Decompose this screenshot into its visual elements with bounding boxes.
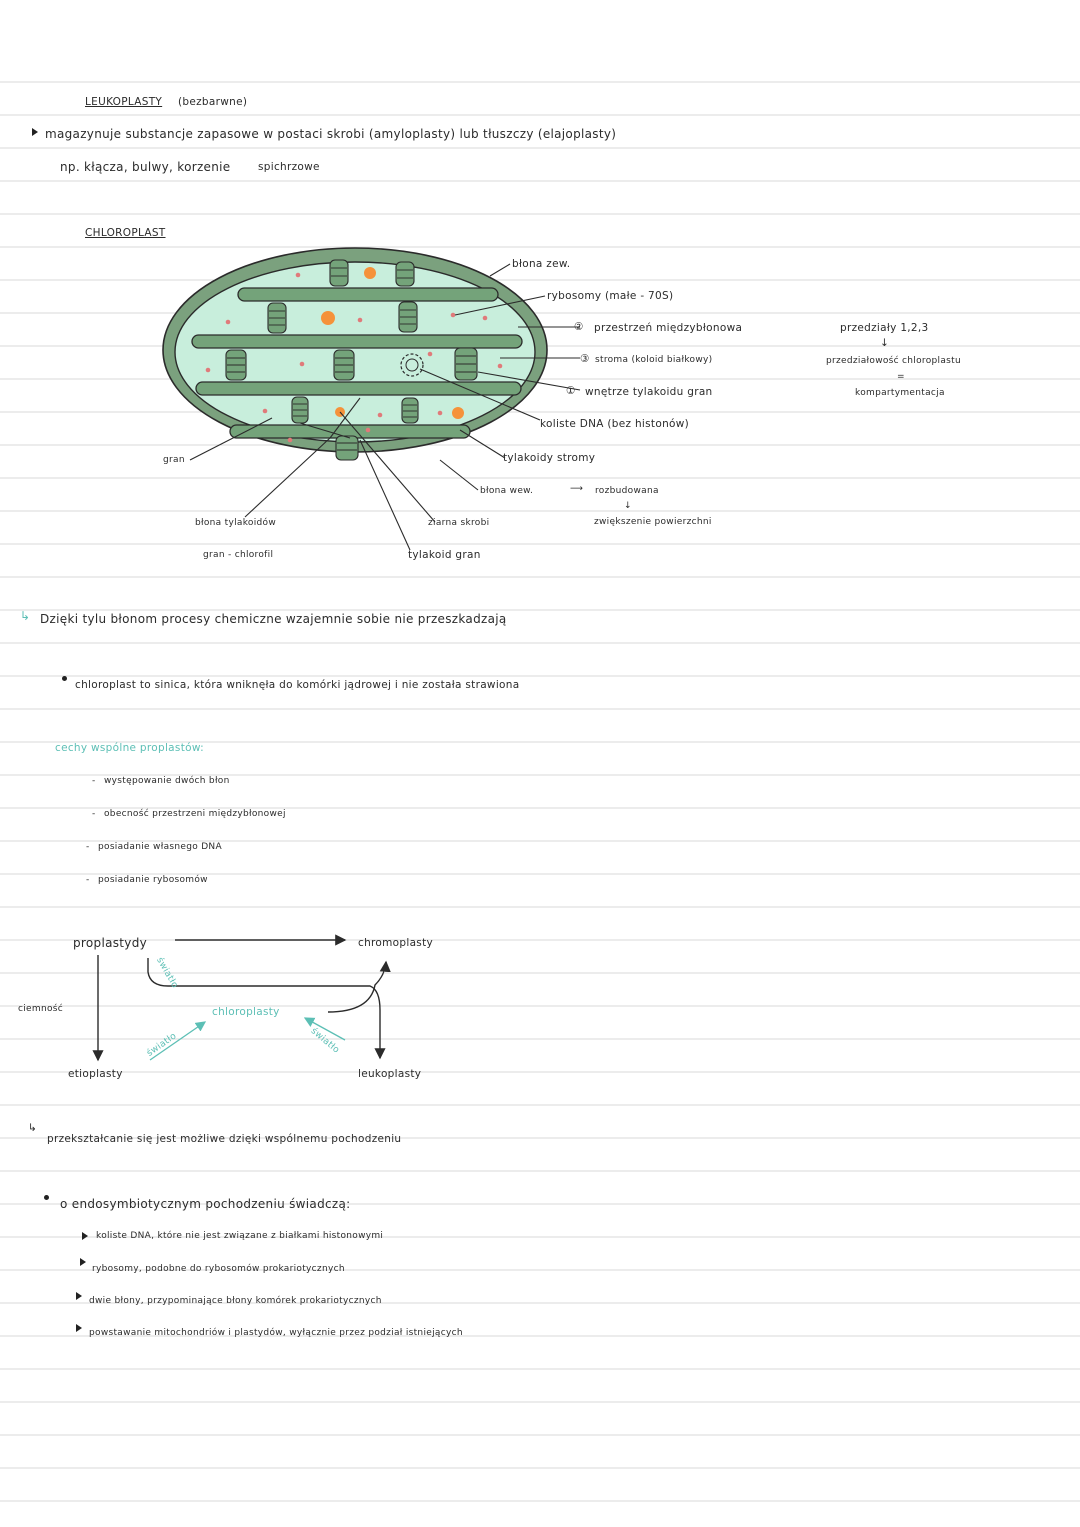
arrow-down-icon: ↓ xyxy=(624,501,632,511)
chloroplast-diagram xyxy=(162,247,581,551)
label-blona-zew: błona zew. xyxy=(512,258,571,270)
label-ziarna-skrobi: ziarna skrobi xyxy=(428,518,490,528)
dash-icon: - xyxy=(86,875,90,885)
cechy-title: cechy wspólne proplastów: xyxy=(55,742,204,754)
side-przedzialowosc: przedziałowość chloroplastu xyxy=(826,356,961,366)
bullet-arrow xyxy=(80,1258,86,1266)
endo-title: o endosymbiotycznym pochodzeniu świadczą… xyxy=(60,1197,351,1211)
label-rybosomy: rybosomy (małe - 70S) xyxy=(547,290,674,302)
chloroplast-title: CHLOROPLAST xyxy=(85,227,166,239)
label-tylakoidy-stromy: tylakoidy stromy xyxy=(503,452,596,464)
side-kompartymentacja: kompartymentacja xyxy=(855,388,945,398)
przeksztalcanie-text: przekształcanie się jest możliwe dzięki … xyxy=(47,1133,402,1145)
side-eq: = xyxy=(897,372,905,382)
dzieki-text: Dzięki tylu błonom procesy chemiczne wza… xyxy=(40,612,507,626)
flow-proplastydy: proplastydy xyxy=(73,936,148,950)
flow-chloroplasty: chloroplasty xyxy=(212,1006,280,1018)
leukoplasty-title: LEUKOPLASTY xyxy=(85,96,163,108)
bullet-arrow xyxy=(76,1324,82,1332)
dash-icon: - xyxy=(92,776,96,786)
cechy-item: obecność przestrzeni międzybłonowej xyxy=(104,809,286,819)
label-rozbudowana: rozbudowana xyxy=(595,486,659,496)
leukoplasty-line2b: spichrzowe xyxy=(258,161,320,173)
endo-item: powstawanie mitochondriów i plastydów, w… xyxy=(89,1328,463,1338)
endo-item: dwie błony, przypominające błony komórek… xyxy=(89,1296,382,1306)
label-zwiekszenie: zwiększenie powierzchni xyxy=(594,517,712,527)
return-arrow-icon: ↳ xyxy=(28,1122,38,1134)
cechy-item: występowanie dwóch błon xyxy=(104,776,230,786)
flow-chromoplasty: chromoplasty xyxy=(358,937,434,949)
label-num-1: ① xyxy=(566,385,576,397)
side-przedzialy: przedziały 1,2,3 xyxy=(840,322,929,334)
label-gran-chlorofil: gran - chlorofil xyxy=(203,550,274,560)
bullet-arrow xyxy=(76,1292,82,1300)
cechy-item: posiadanie własnego DNA xyxy=(98,842,222,852)
label-num-3: ③ xyxy=(580,353,590,365)
dash-icon: - xyxy=(92,809,96,819)
arrow-right-icon: ⟶ xyxy=(570,484,584,494)
flow-ciemnosc: ciemność xyxy=(18,1004,64,1014)
endo-item: koliste DNA, które nie jest związane z b… xyxy=(96,1231,384,1241)
dash-icon: - xyxy=(86,842,90,852)
sinica-text: chloroplast to sinica, która wniknęła do… xyxy=(75,679,520,691)
label-blona-wew: błona wew. xyxy=(480,486,534,496)
flow-etioplasty: etioplasty xyxy=(68,1068,123,1080)
cechy-item: posiadanie rybosomów xyxy=(98,875,208,885)
bullet-dot xyxy=(44,1195,49,1200)
flow-leukoplasty: leukoplasty xyxy=(358,1068,422,1080)
label-blona-tylakoidow: błona tylakoidów xyxy=(195,518,277,528)
bullet-arrow xyxy=(32,128,38,136)
leukoplasty-subtitle: (bezbarwne) xyxy=(178,96,248,108)
label-koliste-dna: koliste DNA (bez histonów) xyxy=(540,418,690,430)
label-tylakoid-gran: tylakoid gran xyxy=(408,549,481,561)
return-arrow-icon: ↳ xyxy=(20,609,31,623)
label-wnetrze: wnętrze tylakoidu gran xyxy=(585,386,713,398)
label-przestrzen: przestrzeń międzybłonowa xyxy=(594,322,743,334)
leukoplasty-line2: np. kłącza, bulwy, korzenie xyxy=(60,160,231,174)
label-num-2: ② xyxy=(574,321,584,333)
bullet-arrow xyxy=(82,1232,88,1240)
leukoplasty-line1: magazynuje substancje zapasowe w postaci… xyxy=(45,127,617,141)
endo-item: rybosomy, podobne do rybosomów prokariot… xyxy=(92,1264,345,1274)
label-gran: gran xyxy=(163,455,185,465)
bullet-dot xyxy=(62,676,67,681)
side-arrow-icon: ↓ xyxy=(880,337,890,349)
plastid-flow-diagram xyxy=(92,934,391,1062)
label-stroma: stroma (koloid białkowy) xyxy=(595,355,713,365)
